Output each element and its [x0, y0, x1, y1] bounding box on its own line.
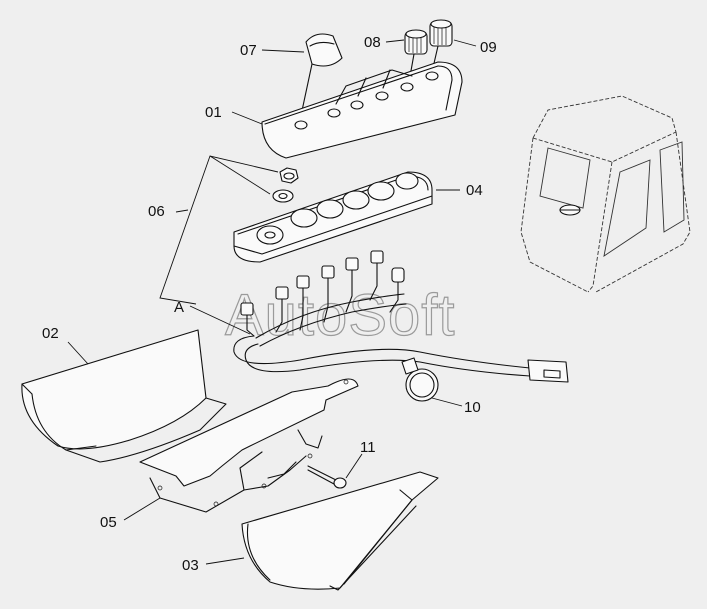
label-06-bracket-line: [159, 155, 279, 305]
label-06: 06: [148, 203, 165, 220]
label-01: 01: [205, 104, 222, 121]
part-07-knob: [299, 33, 343, 121]
leader-line-01: [231, 111, 263, 125]
cab-location-marker: [559, 204, 581, 216]
view-a-leader-line: [189, 305, 251, 335]
label-10: 10: [464, 399, 481, 416]
label-07: 07: [240, 42, 257, 59]
part-03-side-cover: [241, 471, 439, 591]
part-04-switch-panel: [233, 171, 433, 263]
label-03: 03: [182, 557, 199, 574]
switch-harness: [233, 250, 569, 383]
label-08: 08: [364, 34, 381, 51]
leader-line-02: [67, 341, 89, 365]
leader-line-10: [431, 397, 463, 407]
leader-line-05: [123, 497, 161, 521]
switch-connectors: [240, 250, 405, 316]
part-08-knob: [404, 29, 428, 83]
harness-end-connector: [527, 359, 569, 383]
part-09-knob: [429, 19, 453, 73]
label-05: 05: [100, 514, 117, 531]
leader-line-08: [385, 39, 405, 43]
leader-line-11: [345, 453, 363, 479]
label-09: 09: [480, 39, 497, 56]
part-01-cover-plate: [261, 61, 463, 159]
label-06-washer-line: [209, 155, 271, 195]
part-02-under-cover: [21, 329, 227, 463]
label-04: 04: [466, 182, 483, 199]
leader-line-03: [205, 557, 245, 565]
part-11-bolt: [307, 465, 347, 489]
leader-line-06: [175, 209, 189, 213]
part-06-nut-washer: [272, 167, 299, 203]
label-02: 02: [42, 325, 59, 342]
label-11: 11: [360, 439, 376, 456]
leader-line-07: [261, 49, 305, 53]
label-view-a: A: [174, 299, 184, 316]
watermark-text: AutoSoft: [225, 283, 455, 348]
leader-line-09: [453, 39, 477, 47]
cab-location-inset: [520, 95, 691, 293]
part-10-band-clamp: [401, 357, 439, 402]
